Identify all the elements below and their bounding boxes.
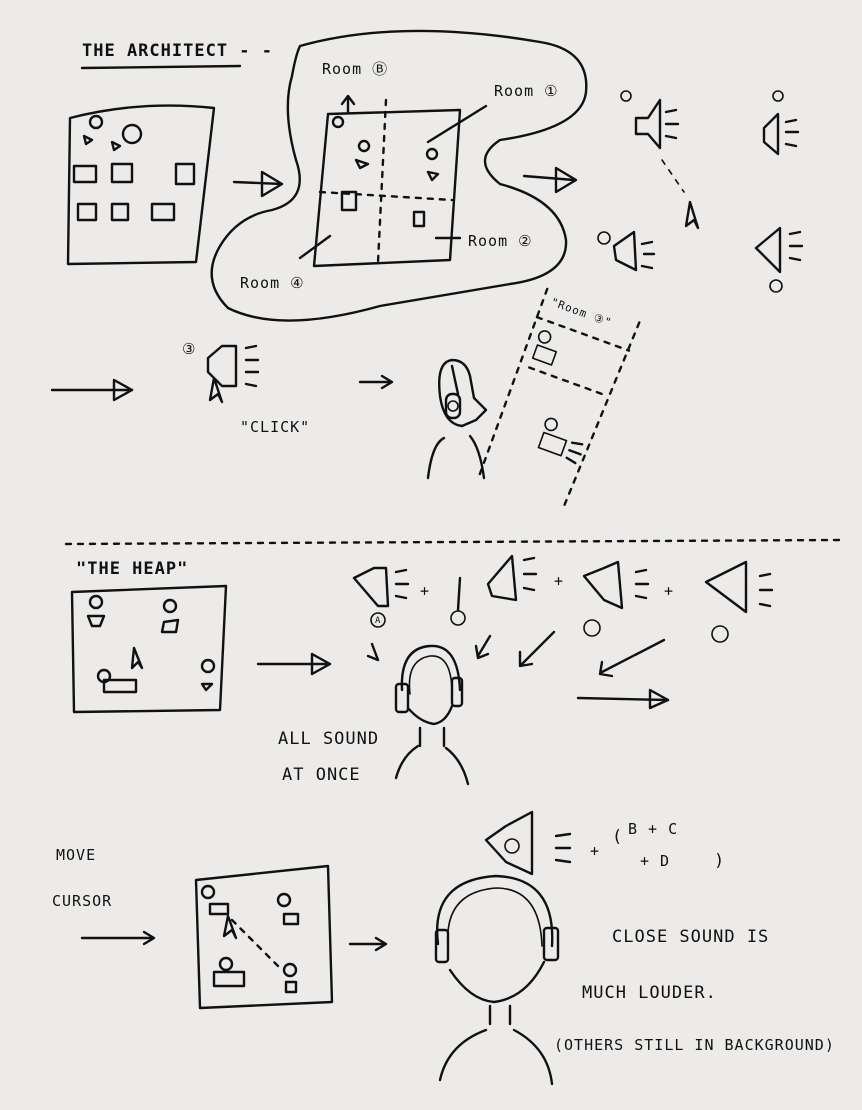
big-listener: [434, 874, 560, 1086]
room-4-label: Room ④: [240, 274, 305, 292]
heap-title: "THE HEAP": [76, 559, 188, 579]
heap-speakers: A + + +: [352, 554, 774, 643]
cursor-icon: [684, 200, 700, 230]
section-move-cursor: MOVE CURSOR: [52, 810, 835, 1086]
room-1-label: Room ①: [494, 82, 559, 100]
arrow-to-headphones: [256, 652, 332, 676]
section-architect: THE ARCHITECT - -: [50, 29, 804, 509]
listener-profile: [426, 358, 488, 480]
heap-speaker-c: [582, 560, 650, 637]
speaker-b: [762, 90, 800, 156]
rooms-map: [298, 94, 488, 268]
marker-a-circle: [88, 114, 104, 130]
formula-open-paren: (: [612, 827, 623, 847]
speaker-field: [597, 90, 804, 293]
arrow-to-screen: [80, 930, 156, 946]
room-3-tilted-label: "Room ③": [549, 295, 614, 329]
section-divider: [64, 538, 842, 546]
arrow-out: [576, 688, 670, 710]
room-3-tilted: "Room ③": [477, 287, 641, 509]
close-caption-line1: CLOSE SOUND IS: [612, 927, 769, 947]
heap-listener: [394, 644, 470, 786]
heap-screen: [70, 584, 228, 714]
heap-cursor-icon: [130, 646, 144, 670]
speaker-c: [597, 230, 656, 272]
title-underline: [80, 64, 242, 70]
move-label: MOVE: [56, 846, 96, 864]
room-b-label: Room Ⓑ: [322, 60, 388, 78]
speaker-d: [754, 226, 804, 293]
arrow-to-listener: [358, 374, 394, 390]
plus-formula: +: [590, 842, 600, 860]
plus-1: +: [420, 582, 430, 600]
close-caption-line2: MUCH LOUDER.: [582, 983, 717, 1003]
converging-arrows: [366, 630, 666, 678]
click-label: "CLICK": [240, 418, 310, 436]
architect-title: THE ARCHITECT - -: [82, 41, 273, 61]
click-cursor-icon: [208, 376, 224, 404]
rooms-blob: [210, 29, 588, 322]
heap-marker-a: A: [375, 616, 381, 626]
arrow-to-speaker-field: [522, 166, 578, 194]
moved-cursor-icon: [222, 914, 238, 940]
formula-top: B + C: [628, 820, 678, 838]
plus-3: +: [664, 582, 674, 600]
heap-speaker-a: A: [352, 566, 410, 628]
heap-speaker-b: [450, 554, 538, 626]
close-caption-line3: (OTHERS STILL IN BACKGROUND): [554, 1036, 835, 1054]
formula-bottom: + D: [640, 852, 670, 870]
section-heap: "THE HEAP" A: [70, 554, 774, 786]
arrow-to-click: [50, 378, 134, 402]
plus-2: +: [554, 572, 564, 590]
overview-screen: [66, 104, 216, 266]
speaker-a: [620, 90, 680, 150]
click-speaker: ③ "CLICK": [182, 340, 310, 436]
loud-speaker-a: [484, 810, 572, 876]
arrow-to-big-headphones: [348, 936, 388, 952]
formula-close-paren: ): [714, 851, 725, 871]
heap-speaker-d: [704, 560, 774, 643]
heap-caption-line1: ALL SOUND: [278, 729, 379, 749]
heap-caption-line2: AT ONCE: [282, 765, 361, 785]
cursor-label: CURSOR: [52, 892, 112, 910]
room-3-number: ③: [182, 340, 196, 358]
arrow-to-rooms: [232, 170, 284, 198]
cursor-screen: [194, 864, 334, 1010]
room-2-label: Room ②: [468, 232, 533, 250]
